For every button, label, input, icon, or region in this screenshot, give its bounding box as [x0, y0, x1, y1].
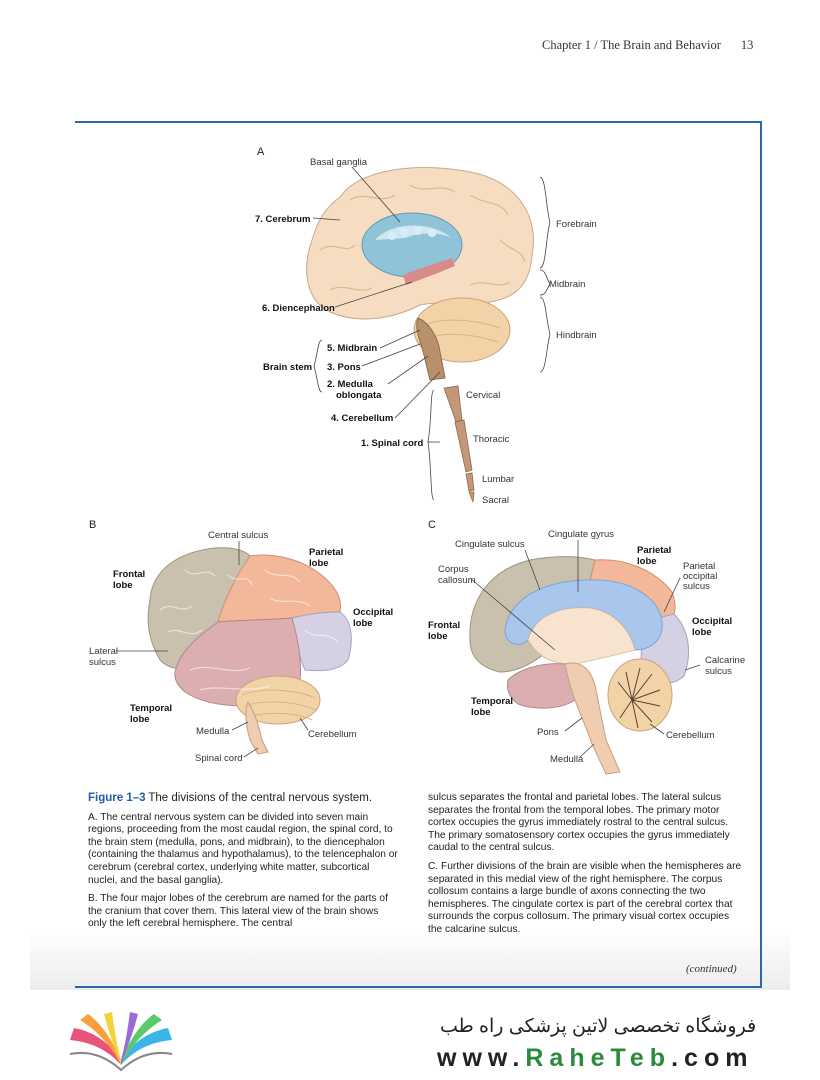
label-basal-ganglia: Basal ganglia: [310, 157, 368, 168]
page-number: 13: [740, 38, 754, 52]
label-occipital-c-2: lobe: [692, 627, 712, 638]
label-par-occ-1: Parietal: [683, 561, 715, 572]
label-midbrain-division: Midbrain: [549, 279, 585, 290]
caption-para-b: B. The four major lobes of the cerebrum …: [88, 893, 388, 930]
page-shadow: [30, 930, 790, 990]
book-logo-icon: [69, 1012, 173, 1072]
panel-b-letter: B: [89, 519, 96, 531]
caption-para-b-continued: sulcus separates the frontal and parieta…: [428, 792, 730, 854]
running-head: Chapter 1 / The Brain and Behavior 13: [542, 38, 753, 53]
brainstem-shape: [416, 317, 446, 381]
label-cingulate-gyrus: Cingulate gyrus: [548, 529, 614, 540]
figure-number: Figure 1–3: [88, 792, 146, 804]
label-parietal-b-2: lobe: [309, 558, 329, 569]
figure-frame-bottom: [75, 986, 762, 988]
store-url[interactable]: www.RaheTeb.com: [437, 1044, 753, 1073]
label-temporal-c-2: lobe: [471, 707, 491, 718]
label-central-sulcus: Central sulcus: [208, 530, 268, 541]
label-hindbrain: Hindbrain: [556, 330, 597, 341]
label-forebrain: Forebrain: [556, 219, 597, 230]
label-par-occ-3: sulcus: [683, 581, 710, 592]
label-parietal-c-1: Parietal: [637, 545, 671, 556]
label-cerebellum-b: Cerebellum: [308, 729, 357, 740]
label-spinal-cord-a: 1. Spinal cord: [361, 438, 423, 449]
figure-frame-top: [75, 121, 762, 123]
panel-c-brain: [469, 556, 690, 775]
label-temporal-c-1: Temporal: [471, 696, 513, 707]
panel-a-brain: [306, 167, 534, 503]
label-frontal-c-1: Frontal: [428, 620, 460, 631]
figure-title: The divisions of the central nervous sys…: [148, 792, 373, 804]
label-occipital-b-1: Occipital: [353, 607, 393, 618]
store-name: فروشگاه تخصصی لاتین پزشکی راه طب: [440, 1016, 757, 1037]
label-cingulate-sulcus: Cingulate sulcus: [455, 539, 525, 550]
label-parietal-c-2: lobe: [637, 556, 657, 567]
label-calcarine-1: Calcarine: [705, 655, 745, 666]
label-cervical: Cervical: [466, 390, 500, 401]
label-cerebellum-a: 4. Cerebellum: [331, 413, 393, 424]
caption-para-c: C. Further divisions of the brain are vi…: [428, 860, 742, 935]
continued-note: (continued): [686, 963, 737, 975]
label-lateral-1: Lateral: [89, 646, 118, 657]
label-medulla-2: oblongata: [336, 390, 382, 401]
label-pons-c: Pons: [537, 727, 559, 738]
label-occipital-c-1: Occipital: [692, 616, 732, 627]
label-temporal-b-1: Temporal: [130, 703, 172, 714]
label-frontal-c-2: lobe: [428, 631, 448, 642]
panel-b-brain: [147, 547, 352, 755]
label-lumbar: Lumbar: [482, 474, 514, 485]
label-temporal-b-2: lobe: [130, 714, 150, 725]
label-sacral: Sacral: [482, 495, 509, 506]
label-medulla-1: 2. Medulla: [327, 379, 374, 390]
label-corpus-1: Corpus: [438, 564, 469, 575]
label-pons: 3. Pons: [327, 362, 361, 373]
label-midbrain: 5. Midbrain: [327, 343, 377, 354]
label-lateral-2: sulcus: [89, 657, 116, 668]
label-brain-stem: Brain stem: [263, 362, 312, 373]
label-calcarine-2: sulcus: [705, 666, 732, 677]
caption-right-column: sulcus separates the frontal and parieta…: [428, 792, 746, 943]
label-frontal-b-2: lobe: [113, 580, 133, 591]
label-medulla-c: Medulla: [550, 754, 584, 765]
label-frontal-b-1: Frontal: [113, 569, 145, 580]
brain-figure: A: [89, 146, 745, 775]
label-spinal-cord-b: Spinal cord: [195, 753, 243, 764]
caption-para-a: A. The central nervous system can be div…: [88, 811, 398, 886]
caption-left-column: Figure 1–3 The divisions of the central …: [88, 792, 398, 937]
label-thoracic: Thoracic: [473, 434, 510, 445]
label-par-occ-2: occipital: [683, 571, 717, 582]
label-diencephalon: 6. Diencephalon: [262, 303, 335, 314]
panel-a-letter: A: [257, 146, 265, 158]
label-cerebellum-c: Cerebellum: [666, 730, 715, 741]
panel-c-letter: C: [428, 519, 436, 531]
label-occipital-b-2: lobe: [353, 618, 373, 629]
url-prefix: www.: [437, 1044, 526, 1072]
label-medulla-b: Medulla: [196, 726, 230, 737]
url-brand: RaheTeb: [525, 1044, 672, 1072]
chapter-title: Chapter 1 / The Brain and Behavior: [542, 38, 721, 52]
label-cerebrum: 7. Cerebrum: [255, 214, 310, 225]
figure-frame-right: [760, 121, 762, 986]
url-suffix: .com: [671, 1044, 754, 1072]
label-parietal-b-1: Parietal: [309, 547, 343, 558]
label-corpus-2: callosum: [438, 575, 476, 586]
